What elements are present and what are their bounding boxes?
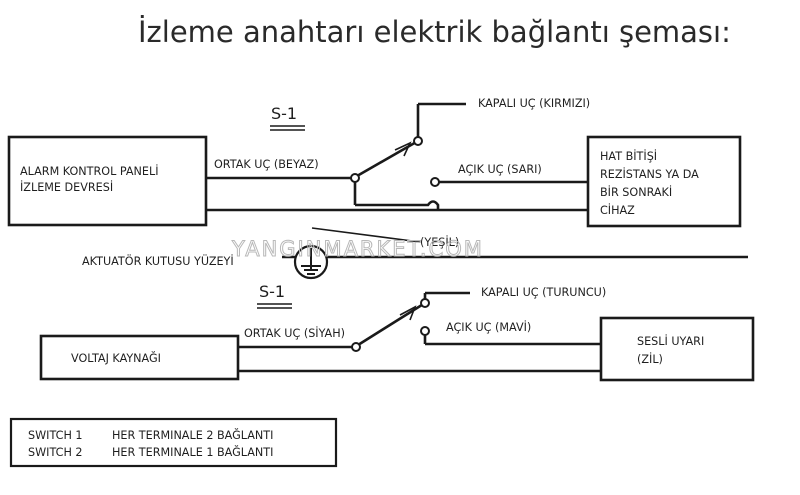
s2-closed-label: KAPALI UÇ (TURUNCU) [481, 286, 606, 299]
ground-wire [311, 227, 421, 243]
s2-open-label: AÇIK UÇ (MAVİ) [446, 321, 531, 334]
ground-screw-icon [293, 244, 329, 280]
s1-closed-terminal [413, 136, 423, 146]
legend-row-2-name: SWITCH 2 [28, 446, 83, 459]
s1-open-label: AÇIK UÇ (SARI) [458, 163, 542, 176]
s1-arm-arrow [394, 141, 412, 157]
s2-open-terminal [420, 326, 430, 336]
legend-row-1-text: HER TERMINALE 2 BAĞLANTI [112, 429, 273, 442]
end-of-line-line-3: BİR SONRAKİ [600, 186, 672, 199]
watermark: YANGINMARKET.COM [231, 237, 484, 261]
alarm-panel-line-1: ALARM KONTROL PANELİ [20, 165, 159, 178]
alarm-panel-line-2: İZLEME DEVRESİ [20, 181, 113, 194]
actuator-surface-label: AKTUATÖR KUTUSU YÜZEYİ [82, 255, 234, 268]
sounder-line-2: (ZİL) [637, 353, 663, 366]
end-of-line-box [586, 135, 742, 228]
s2-arm-arrow [399, 305, 417, 321]
sounder-box [599, 316, 755, 382]
legend-row-1-name: SWITCH 1 [28, 429, 83, 442]
s1-common-terminal [350, 173, 360, 183]
legend-row-2-text: HER TERMINALE 1 BAĞLANTI [112, 446, 273, 459]
end-of-line-line-1: HAT BİTİŞİ [600, 150, 657, 163]
alarm-panel-box [7, 135, 208, 227]
s1-crossover [355, 200, 440, 210]
s1-open-terminal [430, 177, 440, 187]
s1-closed-label: KAPALI UÇ (KIRMIZI) [478, 97, 590, 110]
page-title: İzleme anahtarı elektrik bağlantı şeması… [138, 15, 731, 49]
voltage-source-box [39, 334, 240, 381]
ground-wire-label: (YEŞİL) [420, 236, 459, 249]
s2-common-terminal [351, 342, 361, 352]
legend-box [9, 417, 338, 468]
s2-closed-terminal [420, 298, 430, 308]
voltage-source-label: VOLTAJ KAYNAĞI [71, 352, 161, 365]
s2-common-label: ORTAK UÇ (SİYAH) [244, 327, 345, 340]
end-of-line-line-2: REZİSTANS YA DA [600, 168, 699, 181]
sounder-line-1: SESLİ UYARI [637, 335, 704, 348]
s1-label: S-1 [271, 104, 297, 123]
end-of-line-line-4: CİHAZ [600, 204, 635, 217]
s1-common-label: ORTAK UÇ (BEYAZ) [214, 158, 319, 171]
s2-label: S-1 [259, 282, 285, 301]
